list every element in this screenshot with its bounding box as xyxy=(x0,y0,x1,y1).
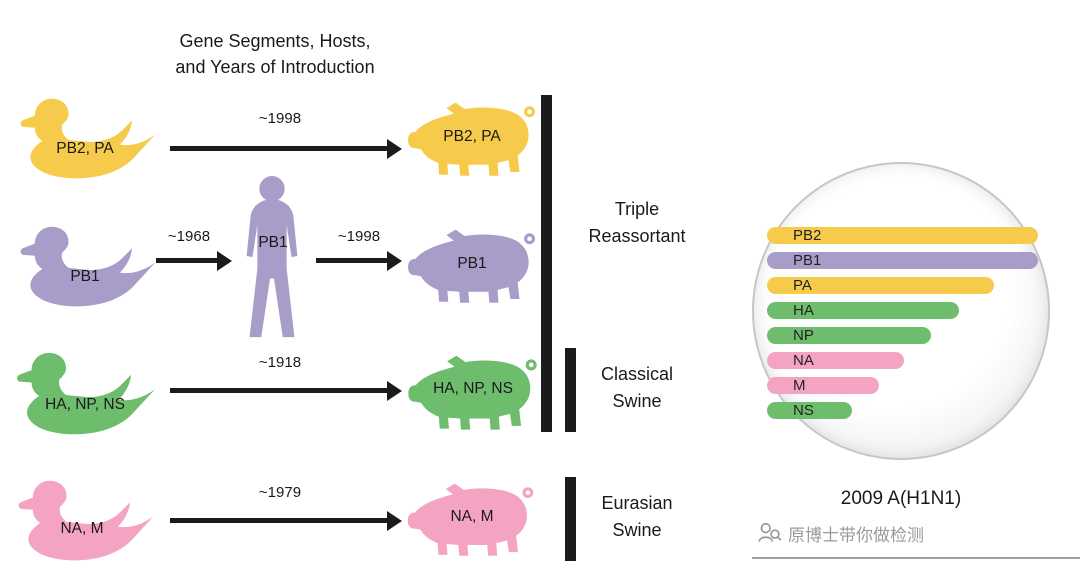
year-human-to-pig: ~1998 xyxy=(337,228,381,245)
group-label-eurasian-swine: Eurasian Swine xyxy=(601,493,673,540)
group-label-triple-reassortant: Triple Reassortant xyxy=(588,199,686,246)
virus-segment-label: PB2 xyxy=(793,227,822,244)
arrow-human-to-pig xyxy=(316,250,402,271)
human-icon xyxy=(246,176,298,338)
virus-segment-label: NP xyxy=(793,327,814,344)
virus-caption: 2009 A(H1N1) xyxy=(840,488,962,509)
virus-segment-ns: NS xyxy=(767,402,852,419)
virus-segment-label: NS xyxy=(793,402,814,419)
bottom-divider xyxy=(752,557,1080,559)
duck-genes-row2: PB1 xyxy=(70,268,100,285)
bracket-classical-swine xyxy=(565,348,576,432)
virus-segment-ha: HA xyxy=(767,302,959,319)
pig-genes-row4: NA, M xyxy=(450,508,494,525)
year-row1: ~1998 xyxy=(258,110,302,127)
pig-genes-row1: PB2, PA xyxy=(443,128,501,145)
bracket-eurasian-swine xyxy=(565,477,576,561)
group-label-classical-swine: Classical Swine xyxy=(600,364,674,411)
human-genes: PB1 xyxy=(258,234,288,251)
year-row3: ~1918 xyxy=(258,354,302,371)
diagram-title: Gene Segments, Hosts, and Years of Intro… xyxy=(120,28,430,80)
watermark-logo-icon xyxy=(758,522,782,542)
diagram-title-line1: Gene Segments, Hosts, xyxy=(179,31,371,51)
duck-genes-row1: PB2, PA xyxy=(56,140,114,157)
duck-icon-green xyxy=(16,352,155,435)
duck-icon-yellow xyxy=(20,98,156,179)
virus-segment-label: NA xyxy=(793,352,814,369)
virus-segment-m: M xyxy=(767,377,880,394)
watermark-text: 原博士带你做检测 xyxy=(788,525,924,545)
duck-icon-purple xyxy=(20,226,156,307)
virus-segment-label: PB1 xyxy=(793,252,822,269)
virus-segment-label: HA xyxy=(793,302,814,319)
virus-segment-label: M xyxy=(793,377,806,394)
arrow-duck-to-pig-row4 xyxy=(170,510,402,531)
virus-segment-pb1: PB1 xyxy=(767,252,1039,269)
duck-genes-row3: HA, NP, NS xyxy=(45,396,125,413)
virus-segment-na: NA xyxy=(767,352,904,369)
year-duck-to-human: ~1968 xyxy=(167,228,211,245)
year-row4: ~1979 xyxy=(258,484,302,501)
virus-segment-np: NP xyxy=(767,327,932,344)
watermark: 原博士带你做检测 xyxy=(756,520,924,546)
pig-genes-row3: HA, NP, NS xyxy=(433,380,513,397)
arrow-duck-to-pig-row3 xyxy=(170,380,402,401)
pig-genes-row2: PB1 xyxy=(457,255,487,272)
diagram-title-line2: and Years of Introduction xyxy=(175,57,375,78)
arrow-duck-to-human xyxy=(156,250,232,271)
virus-segment-pb2: PB2 xyxy=(767,227,1039,244)
arrow-duck-to-pig-row1 xyxy=(170,138,402,159)
virus-segment-pa: PA xyxy=(767,277,995,294)
virus-segment-label: PA xyxy=(793,277,812,294)
bracket-triple-reassortant xyxy=(541,95,552,432)
duck-genes-row4: NA, M xyxy=(60,520,104,537)
